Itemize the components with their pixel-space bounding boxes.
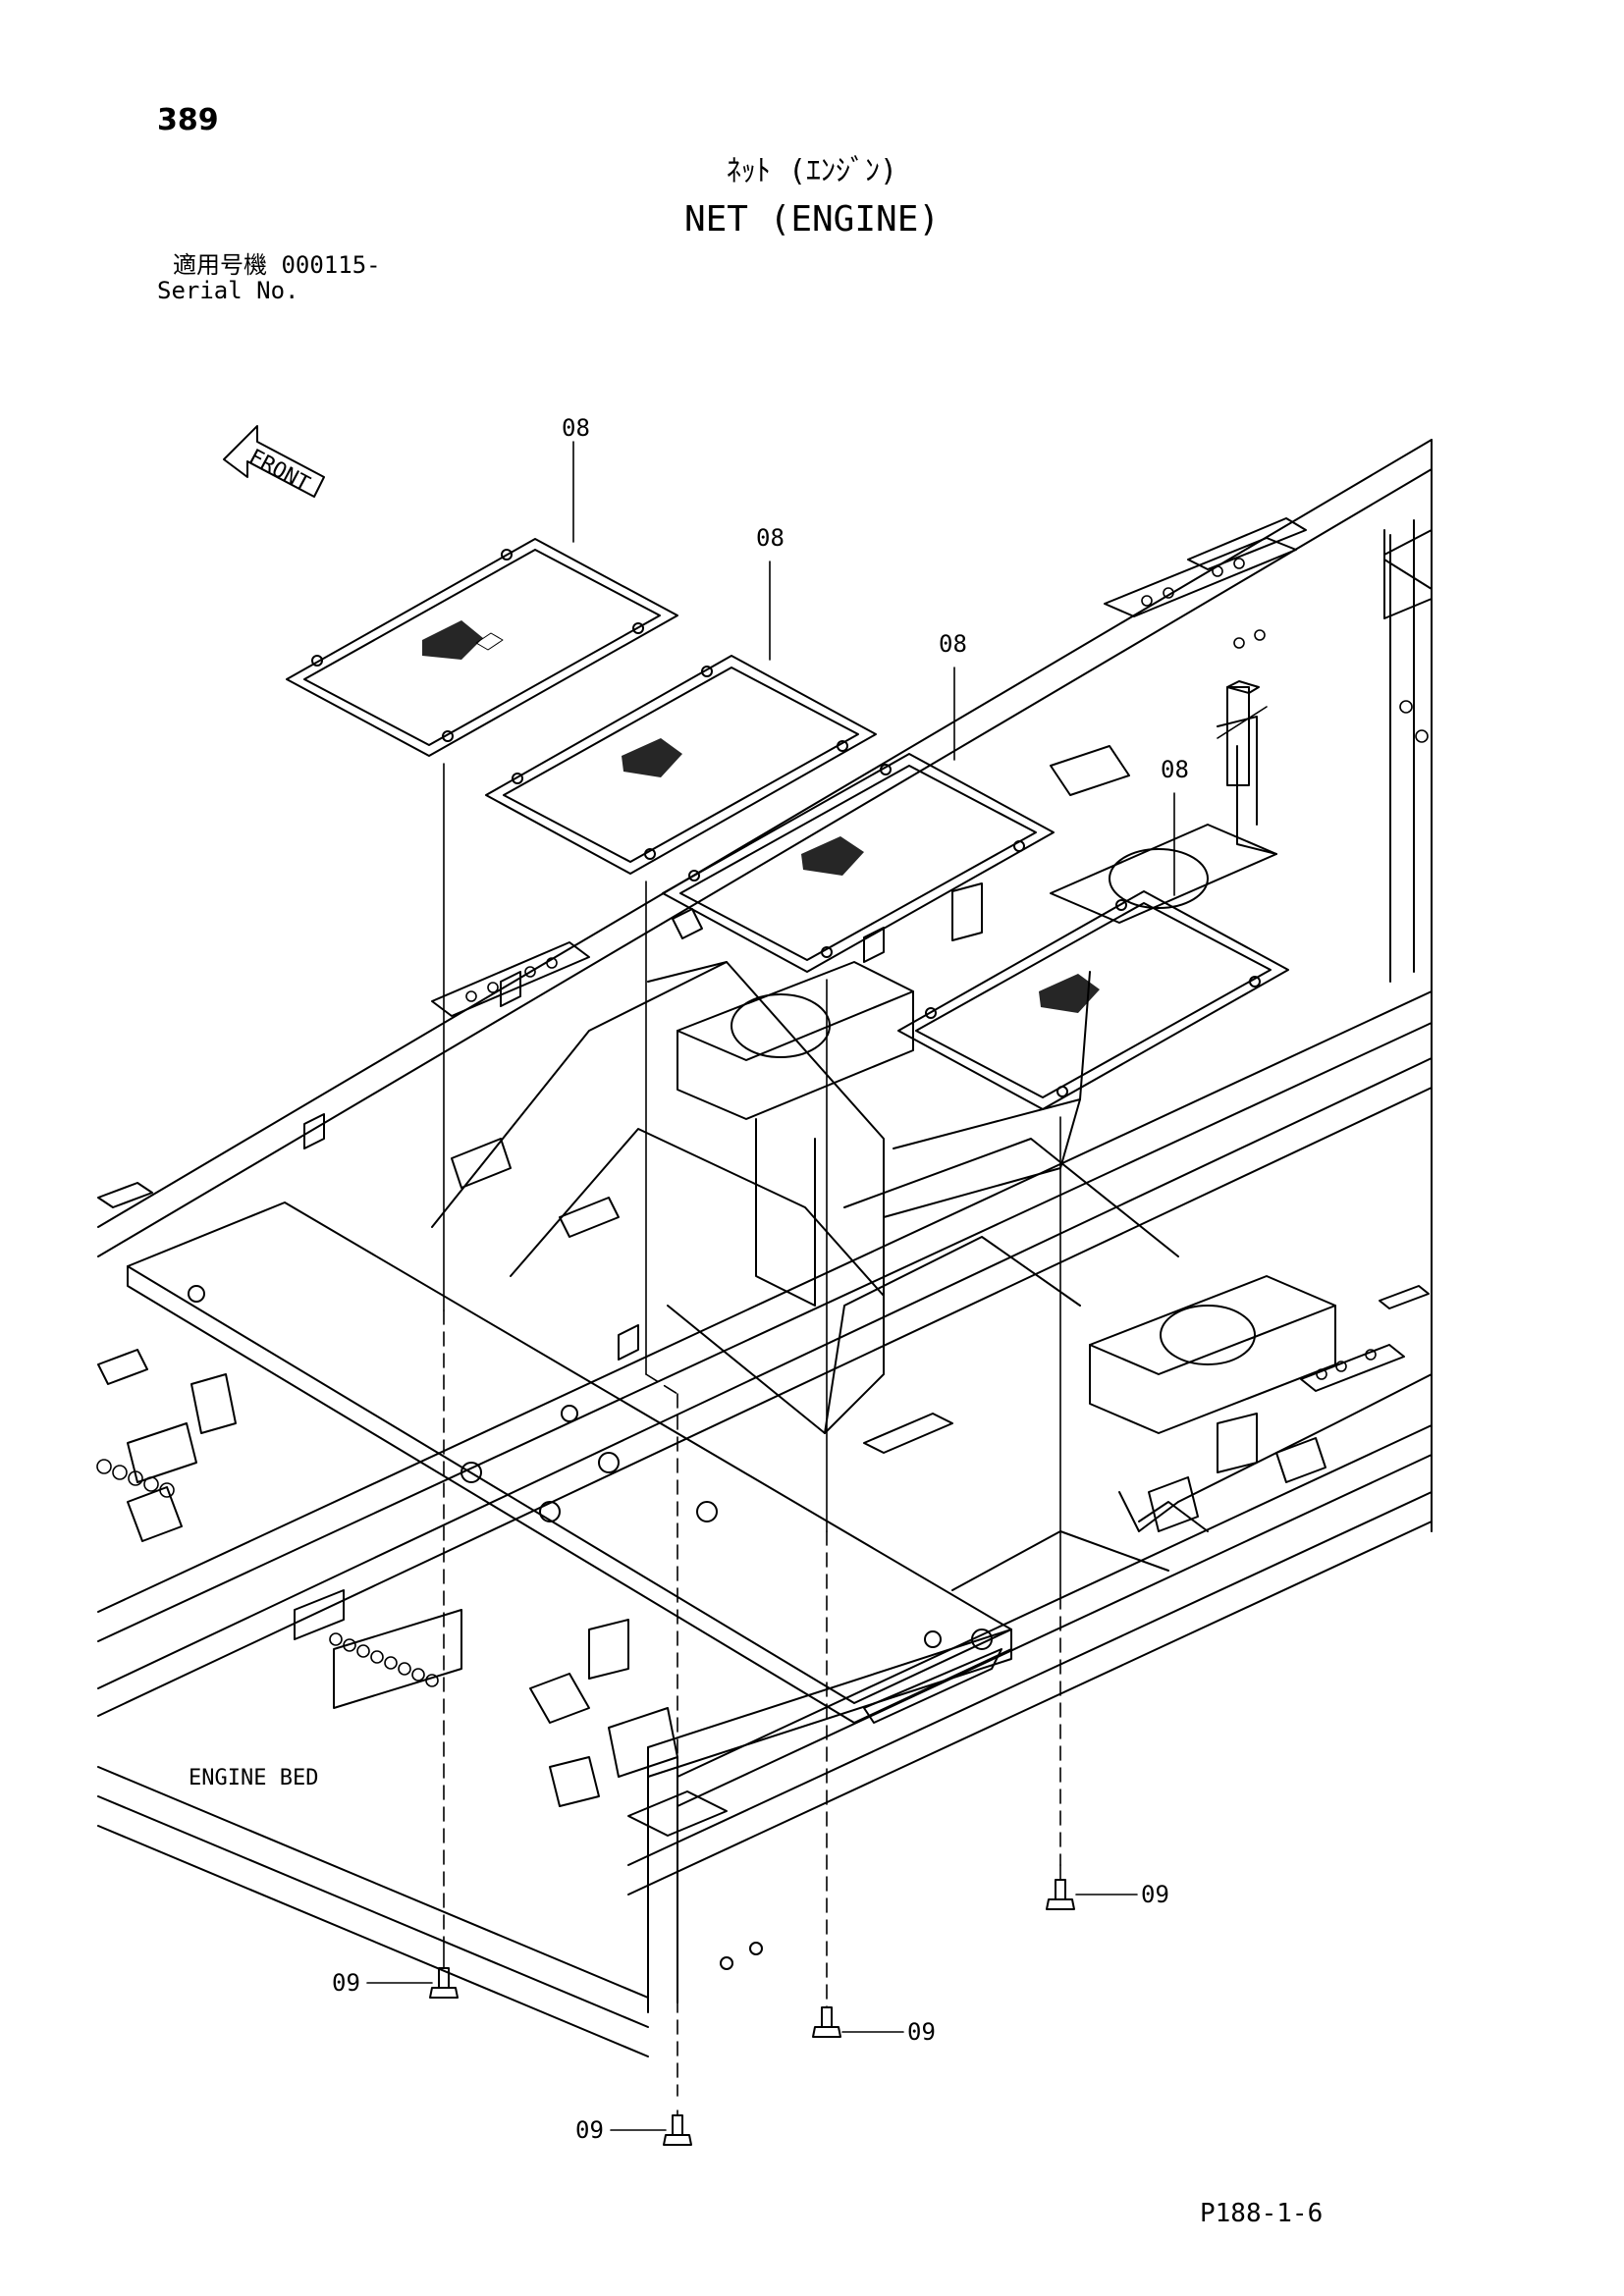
engine-bed-label: ENGINE BED bbox=[189, 1766, 318, 1790]
page-title-japanese: ﾈｯﾄ (ｴﾝｼﾞﾝ) bbox=[726, 154, 898, 188]
callout-bolt-4: 09 bbox=[1141, 1881, 1169, 1908]
callout-bolt-1: 09 bbox=[332, 1969, 360, 1997]
serial-label-japanese: 適用号機 000115- bbox=[173, 251, 381, 279]
bolt-3-icon bbox=[812, 2006, 841, 2038]
frame-brackets bbox=[97, 517, 1430, 1807]
engine-net-4 bbox=[897, 890, 1289, 1110]
page-code: P188-1-6 bbox=[1200, 2199, 1324, 2228]
assembly-lines bbox=[443, 763, 1061, 2116]
callout-bolt-3: 09 bbox=[907, 2018, 936, 2046]
page-number: 389 bbox=[157, 103, 219, 137]
engine-bed bbox=[127, 1201, 1012, 2013]
frame-cross-members bbox=[431, 716, 1433, 1591]
leader-lines bbox=[366, 441, 1268, 2131]
callout-net-4: 08 bbox=[1161, 756, 1189, 783]
engine-net-2 bbox=[485, 655, 877, 875]
main-frame bbox=[97, 439, 1433, 2057]
bolt-4-icon bbox=[1046, 1879, 1075, 1910]
serial-label: Serial No. bbox=[157, 277, 299, 304]
engine-net-3 bbox=[662, 753, 1055, 973]
engine-net-1 bbox=[286, 538, 678, 757]
callout-net-1: 08 bbox=[562, 414, 590, 442]
bolt-hole-rows bbox=[96, 558, 1429, 1687]
callout-bolt-2: 09 bbox=[575, 2116, 604, 2144]
bolt-1-icon bbox=[429, 1967, 459, 1999]
page-title: NET (ENGINE) bbox=[683, 199, 941, 240]
front-arrow-icon: FRONT bbox=[223, 425, 325, 498]
callout-net-2: 08 bbox=[756, 524, 785, 552]
bolt-2-icon bbox=[663, 2114, 692, 2146]
callout-net-3: 08 bbox=[939, 630, 967, 658]
